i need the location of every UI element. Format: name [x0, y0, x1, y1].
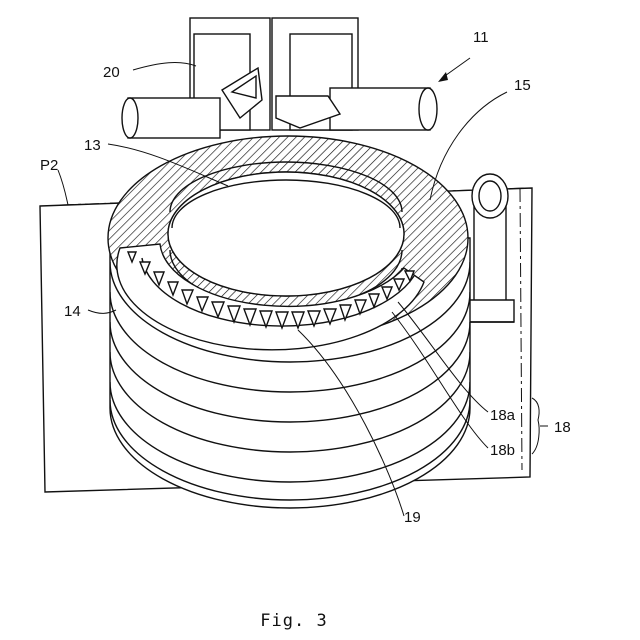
label-18a: 18a	[490, 407, 516, 424]
label-18b: 18b	[490, 442, 515, 459]
label-p2: P2	[40, 157, 58, 174]
label-13: 13	[84, 137, 101, 154]
label-14: 14	[64, 303, 81, 320]
label-19: 19	[404, 509, 421, 526]
label-15: 15	[514, 77, 531, 94]
label-11: 11	[473, 29, 489, 46]
label-18: 18	[554, 419, 571, 436]
figure-caption: Fig. 3	[260, 611, 327, 631]
label-20: 20	[103, 64, 120, 81]
top-manifold	[122, 18, 437, 138]
